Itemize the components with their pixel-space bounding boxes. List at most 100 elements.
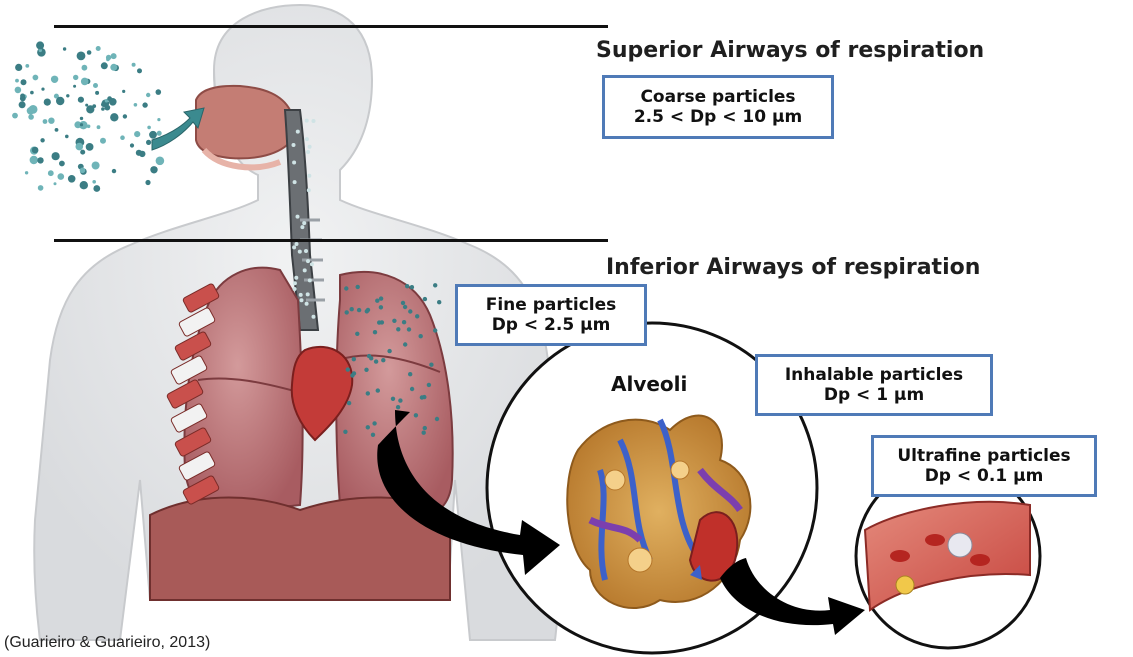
- particle-dot: [403, 305, 407, 309]
- particle-dot: [96, 46, 101, 51]
- particle-dot: [357, 308, 361, 312]
- particle-dot: [142, 102, 147, 107]
- middle-divider: [54, 239, 608, 242]
- particle-dot: [122, 90, 125, 93]
- particle-dot: [82, 65, 88, 71]
- particle-dot: [405, 284, 409, 288]
- particle-dot: [293, 281, 297, 285]
- particle-dot: [28, 114, 34, 120]
- particle-dot: [300, 225, 304, 229]
- particle-dot: [391, 397, 395, 401]
- particle-dot: [379, 305, 383, 309]
- particle-dot: [80, 181, 88, 189]
- particle-dot: [120, 135, 125, 140]
- particle-dot: [402, 320, 406, 324]
- particle-dot: [355, 332, 359, 336]
- particle-dot: [356, 285, 360, 289]
- particle-dot: [19, 101, 26, 108]
- particle-dot: [76, 143, 84, 151]
- particle-dot: [112, 169, 116, 173]
- particle-dot: [403, 342, 407, 346]
- particle-dot: [429, 363, 433, 367]
- particle-dot: [40, 138, 44, 142]
- particle-dot: [293, 180, 297, 184]
- particle-dot: [25, 64, 29, 68]
- particle-dot: [15, 79, 19, 83]
- particle-dot: [401, 301, 405, 305]
- particle-dot: [374, 359, 378, 363]
- particle-dot: [364, 368, 368, 372]
- particle-dot: [73, 75, 78, 80]
- particle-dot: [68, 175, 76, 183]
- particle-dot: [435, 417, 439, 421]
- particle-dot: [422, 395, 426, 399]
- particle-dot: [296, 130, 300, 134]
- particle-dot: [408, 372, 412, 376]
- particle-dot: [55, 128, 59, 132]
- particle-dot: [307, 188, 311, 192]
- particle-dot: [376, 388, 380, 392]
- particle-dot: [423, 297, 427, 301]
- particle-dot: [15, 64, 22, 71]
- particle-dot: [145, 180, 150, 185]
- particle-dot: [366, 308, 370, 312]
- particle-dot: [344, 286, 348, 290]
- particle-dot: [147, 126, 151, 130]
- particle-dot: [381, 358, 385, 362]
- particle-dot: [25, 171, 28, 174]
- particle-dot: [80, 123, 83, 126]
- particle-dot: [299, 293, 303, 297]
- particle-dot: [93, 185, 100, 192]
- particle-dot: [123, 114, 127, 118]
- inhalable-particles-box: Inhalable particles Dp < 1 µm: [755, 354, 993, 416]
- particle-dot: [59, 161, 65, 167]
- particle-dot: [298, 250, 302, 254]
- coarse-particles-range: 2.5 < Dp < 10 µm: [634, 107, 802, 127]
- particle-dot: [312, 119, 316, 123]
- particle-dot: [66, 94, 69, 97]
- particle-dot: [396, 327, 400, 331]
- particle-dot: [86, 143, 94, 151]
- inferior-airways-heading: Inferior Airways of respiration: [606, 255, 980, 280]
- particle-dot: [347, 401, 351, 405]
- particle-dot: [437, 300, 441, 304]
- superior-airways-heading: Superior Airways of respiration: [596, 38, 984, 63]
- particle-dot: [292, 143, 296, 147]
- particle-dot: [306, 150, 310, 154]
- particle-dot: [95, 91, 99, 95]
- particle-dot: [150, 166, 157, 173]
- particle-dot: [100, 138, 106, 144]
- particle-dot: [87, 50, 92, 55]
- ultrafine-particles-title: Ultrafine particles: [897, 446, 1070, 466]
- particle-dot: [345, 310, 349, 314]
- alveoli-label: Alveoli: [611, 372, 687, 396]
- particle-dot: [12, 113, 18, 119]
- particle-dot: [312, 315, 316, 319]
- particle-dot: [423, 426, 427, 430]
- coarse-particles-box: Coarse particles 2.5 < Dp < 10 µm: [602, 75, 834, 139]
- particle-dot: [310, 262, 314, 266]
- particle-dot: [110, 113, 118, 121]
- particle-dot: [58, 173, 65, 180]
- particle-dot: [379, 296, 383, 300]
- particle-dot: [92, 162, 100, 170]
- particle-dot: [292, 161, 296, 165]
- particle-dot: [15, 87, 22, 94]
- particle-dot: [422, 431, 426, 435]
- particle-dot: [77, 52, 86, 61]
- particle-dot: [106, 58, 110, 62]
- particle-dot: [307, 174, 311, 178]
- particle-dot: [294, 276, 298, 280]
- particle-dot: [305, 119, 309, 123]
- particle-dot: [37, 157, 43, 163]
- particle-dot: [419, 334, 423, 338]
- particle-dot: [157, 118, 160, 121]
- particle-dot: [44, 99, 51, 106]
- particle-dot: [51, 76, 58, 83]
- fine-particles-box: Fine particles Dp < 2.5 µm: [455, 284, 647, 346]
- particle-dot: [111, 53, 117, 59]
- particle-dot: [303, 268, 307, 272]
- particle-dot: [139, 151, 145, 157]
- particle-dot: [302, 221, 306, 225]
